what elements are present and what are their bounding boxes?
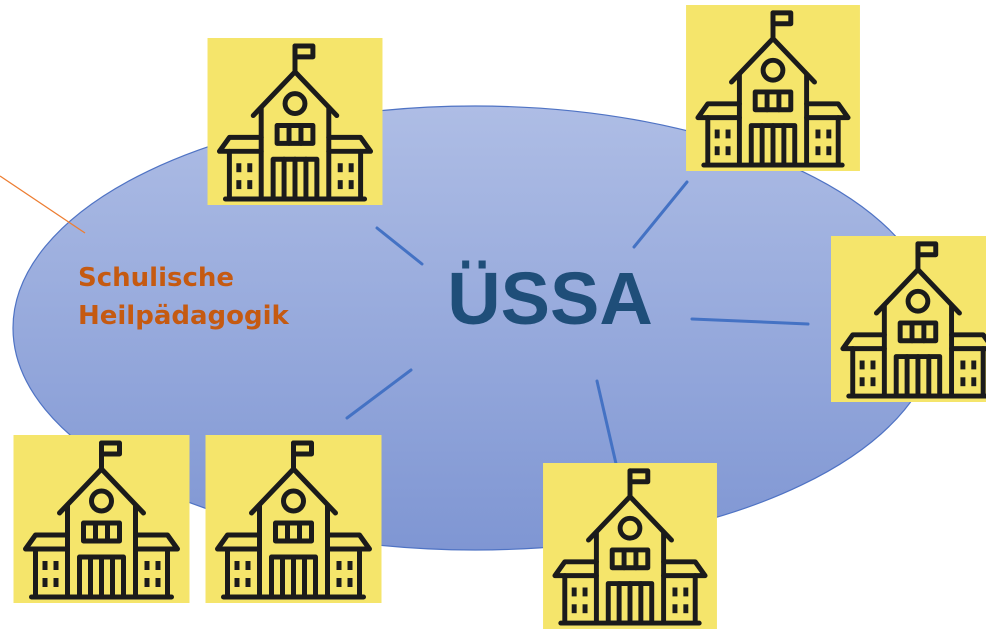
connector-bottom-right [595,379,619,470]
side-label: Schulische Heilpädagogik [78,260,378,335]
school-tile-right [831,236,986,402]
connector-top-right [632,180,689,249]
school-building-icon [684,5,862,171]
connectors [345,180,810,470]
side-label-line2: Heilpädagogik [78,300,289,331]
school-building-icon [541,463,719,629]
side-label-line1: Schulische [78,263,235,293]
school-tile-top-left [206,38,384,205]
pointer-line [0,175,86,234]
connector-bottom-left [345,368,413,420]
school-tile-bottom-left-1 [13,435,190,603]
connector-right [690,317,810,326]
school-tile-bottom-left-2 [205,435,382,603]
school-building-icon [206,38,384,205]
school-building-icon [831,236,986,402]
connector-top-left [375,226,424,266]
school-tile-bottom-right [541,463,719,629]
center-title: ÜSSA [447,257,653,340]
school-building-icon [13,435,190,603]
school-building-icon [205,435,382,603]
school-tile-top-right [684,5,862,171]
